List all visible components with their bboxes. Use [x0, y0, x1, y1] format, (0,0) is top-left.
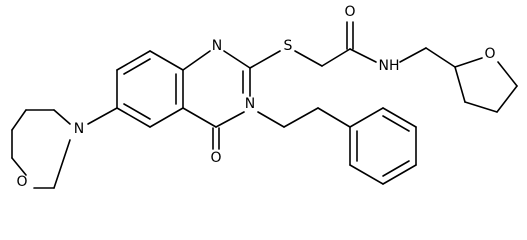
atom-quinazoline-n3: N [245, 96, 255, 112]
bond-lines [11, 21, 518, 189]
atom-labels: O N N N O S O NH O [16, 4, 495, 190]
atom-morpholine-oxygen: O [16, 174, 27, 190]
atom-quinazoline-n1: N [212, 38, 222, 54]
atom-amide-hydrogen: H [389, 58, 400, 74]
atom-morpholine-nitrogen: N [74, 121, 84, 137]
atom-ring-carbonyl-oxygen: O [210, 150, 221, 166]
molecule-structure-diagram: O N N N O S O NH O [11, 4, 518, 190]
atom-amide-nitrogen: N [378, 58, 388, 74]
atom-thf-oxygen: O [484, 46, 495, 62]
atom-amide-oxygen: O [344, 4, 355, 20]
atom-thioether-sulfur: S [284, 38, 293, 54]
atom-amide-nitrogen-h: NH [378, 58, 399, 74]
